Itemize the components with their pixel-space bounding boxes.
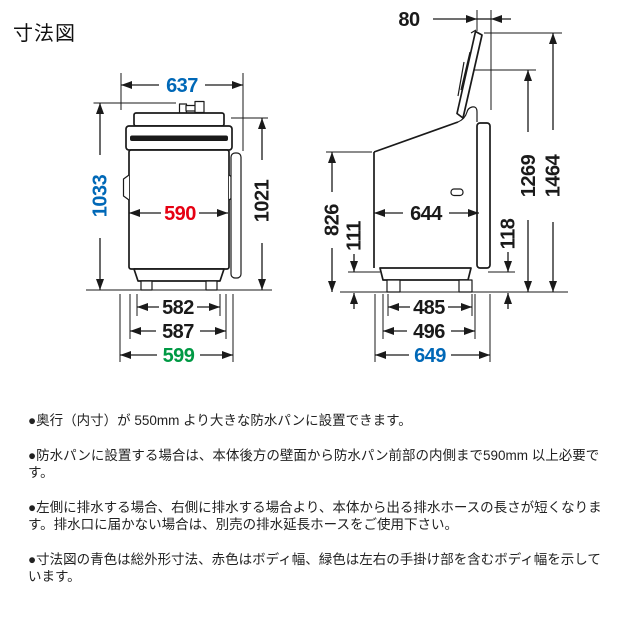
notes-section: ●奥行（内寸）が 550mm より大きな防水パンに設置できます。 ●防水パンに設… — [28, 412, 614, 603]
dim-side-feet-span: 485 — [387, 294, 473, 319]
svg-text:587: 587 — [162, 321, 194, 343]
dim-side-open-lid-height-inner: 1269 — [474, 69, 540, 292]
note-drain-hose: ●左側に排水する場合、右側に排水する場合より、本体から出る排水ホースの長さが短く… — [28, 499, 602, 533]
side-view: 80 1464 1269 826 111 — [322, 9, 568, 367]
note-waterproof-pan: ●奥行（内寸）が 550mm より大きな防水パンに設置できます。 — [28, 413, 412, 428]
side-front-foot — [386, 279, 401, 293]
svg-text:599: 599 — [163, 345, 195, 367]
dim-front-total-height: 1033 — [90, 102, 176, 290]
dim-side-total-depth: 649 — [374, 294, 491, 367]
open-lid — [456, 30, 483, 119]
dim-side-rear-bottom-height: 118 — [488, 218, 520, 309]
svg-text:118: 118 — [498, 218, 520, 249]
side-view-machine-outline — [340, 29, 568, 293]
hinge-curl — [457, 106, 478, 123]
side-base — [379, 267, 472, 281]
svg-text:826: 826 — [322, 204, 344, 236]
dim-side-base-depth: 496 — [382, 294, 476, 343]
svg-text:649: 649 — [414, 345, 446, 367]
open-lid-steps — [457, 29, 477, 97]
dim-side-lid-overhang: 80 — [398, 9, 511, 110]
svg-text:1269: 1269 — [518, 154, 540, 197]
dimension-diagram: 637 1033 1021 590 582 — [86, 9, 568, 367]
svg-text:496: 496 — [413, 321, 445, 343]
page-title: 寸法図 — [13, 23, 76, 45]
svg-text:1464: 1464 — [543, 153, 565, 197]
dim-side-hose-outlet-height: 111 — [344, 221, 380, 309]
svg-text:485: 485 — [413, 297, 445, 319]
water-inlet-connector — [194, 100, 205, 114]
dim-front-body-width: 590 — [129, 203, 228, 225]
svg-text:582: 582 — [162, 297, 194, 319]
svg-text:111: 111 — [344, 221, 366, 251]
dim-side-open-lid-height: 1464 — [484, 32, 565, 292]
left-foot — [140, 280, 153, 291]
front-view: 637 1033 1021 590 582 — [86, 73, 274, 367]
svg-text:80: 80 — [398, 9, 420, 31]
svg-text:1033: 1033 — [90, 174, 112, 217]
dim-front-width-with-handles: 599 — [119, 294, 234, 367]
left-handle — [122, 174, 130, 201]
right-foot — [205, 280, 218, 291]
dim-front-cabinet-height: 1021 — [231, 117, 274, 290]
side-rear-foot — [458, 279, 473, 293]
dim-side-front-height: 826 — [322, 151, 372, 292]
svg-text:590: 590 — [164, 203, 196, 225]
front-view-machine-outline — [86, 100, 272, 291]
lid-gap-stripe — [130, 135, 228, 141]
lid-top — [133, 112, 225, 127]
dim-front-feet-span: 582 — [136, 294, 221, 319]
note-wall-clearance: ●防水パンに設置する場合は、本体後方の壁面から防水パン前部の内側まで590mm … — [28, 447, 600, 481]
base — [133, 268, 225, 282]
svg-text:637: 637 — [166, 75, 198, 97]
svg-text:1021: 1021 — [252, 179, 274, 222]
dim-side-body-depth: 644 — [374, 203, 479, 225]
rear-slot — [450, 188, 464, 197]
dim-front-base-width: 587 — [129, 294, 227, 343]
drain-hose — [230, 152, 242, 279]
note-color-legend: ●寸法図の青色は総外形寸法、赤色はボディ幅、緑色は左右の手掛け部を含むボディ幅を… — [28, 551, 601, 585]
svg-text:644: 644 — [410, 203, 443, 225]
rear-hose-cover — [476, 122, 491, 269]
side-top-slope — [373, 121, 459, 153]
dim-front-total-width: 637 — [120, 73, 244, 151]
